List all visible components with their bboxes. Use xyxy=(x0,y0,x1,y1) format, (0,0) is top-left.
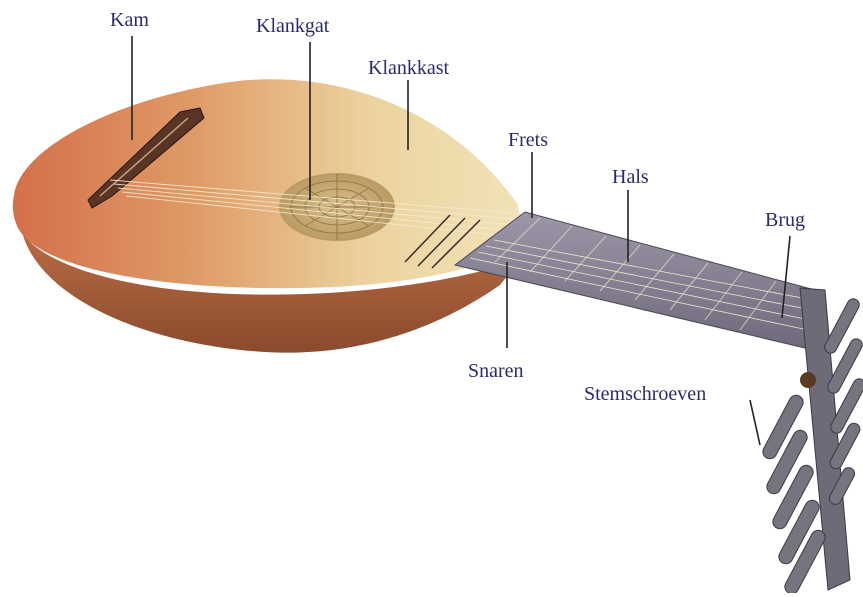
label-frets: Frets xyxy=(508,130,548,150)
neck-hals xyxy=(455,212,815,348)
label-stemschroeven: Stemschroeven xyxy=(584,384,706,404)
label-snaren: Snaren xyxy=(468,361,524,381)
label-kam: Kam xyxy=(110,10,149,30)
label-hals: Hals xyxy=(612,167,649,187)
nut-knot xyxy=(800,372,816,388)
label-klankgat: Klankgat xyxy=(256,16,329,36)
soundboard xyxy=(13,79,525,288)
label-klankkast: Klankkast xyxy=(368,58,449,78)
label-brug: Brug xyxy=(765,210,805,230)
